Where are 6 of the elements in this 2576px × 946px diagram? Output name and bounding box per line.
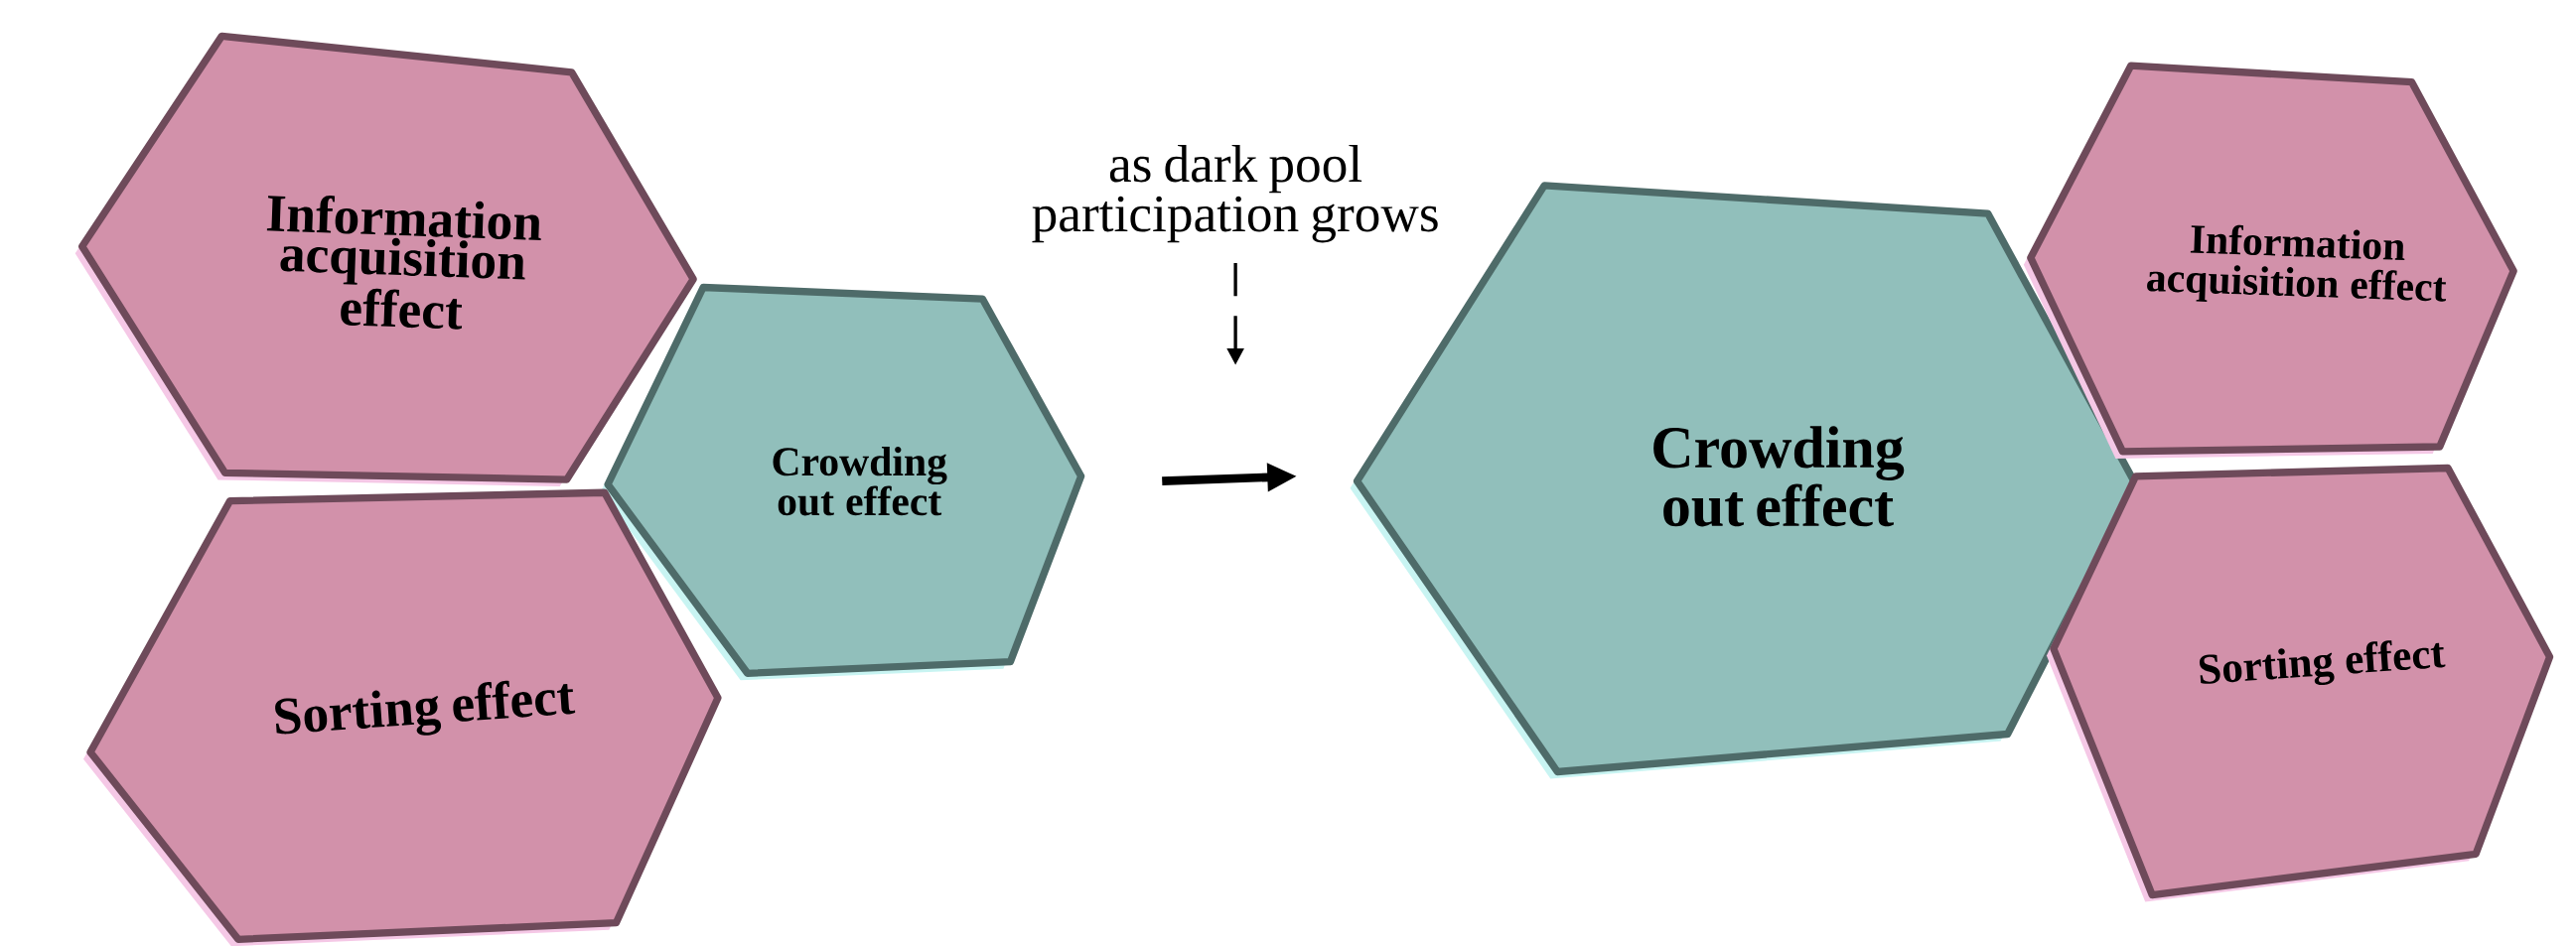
hexagon: Information acquisition effect bbox=[74, 32, 697, 487]
caption-text: as dark pool participation grows bbox=[1032, 144, 1438, 243]
hexagon: Information acquisition effect bbox=[2023, 62, 2517, 459]
hexagon: Crowding out effect bbox=[601, 283, 1085, 681]
hexagon: Sorting effect bbox=[83, 488, 722, 946]
hexagon: Sorting effect bbox=[2046, 464, 2554, 902]
